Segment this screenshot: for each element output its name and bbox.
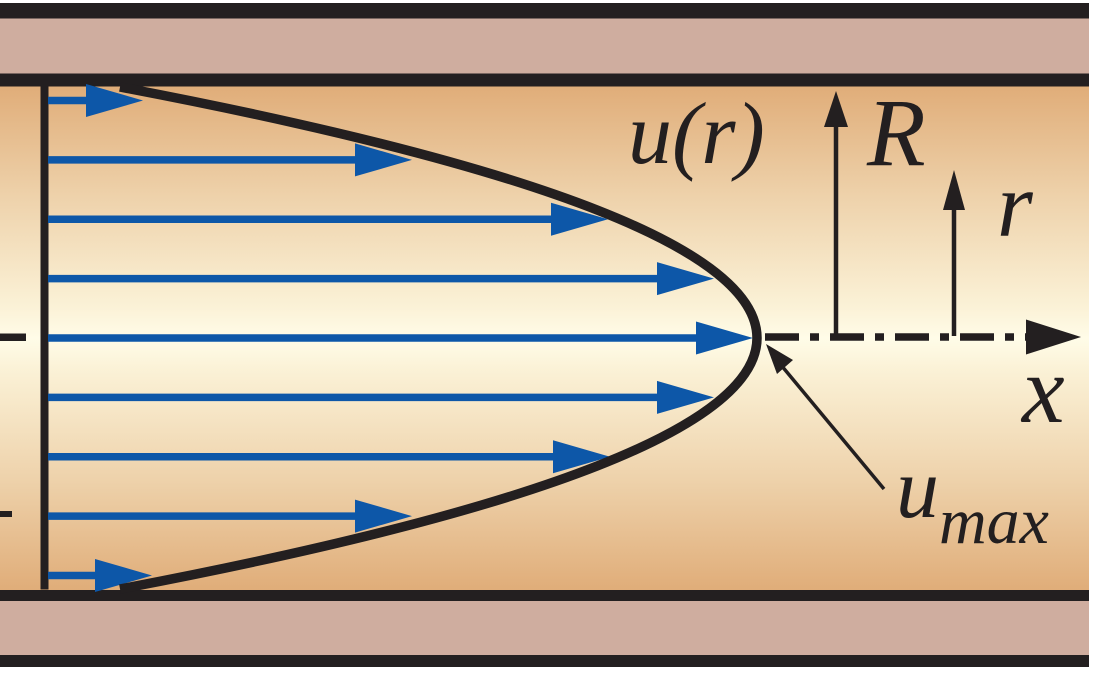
velocity-vector-head — [551, 202, 608, 236]
velocity-vector-head — [355, 499, 412, 533]
cropped-dash-mark — [0, 511, 12, 517]
x-axis-arrowhead — [1026, 319, 1081, 355]
velocity-vector-head — [696, 321, 753, 355]
umax-leader-arrowhead — [766, 344, 793, 374]
label-velocity-profile: u(r) — [628, 86, 765, 183]
label-radial-coord: r — [997, 154, 1034, 256]
centerline-left-dash — [0, 333, 26, 341]
velocity-vector-head — [86, 84, 143, 117]
velocity-vector-head — [95, 559, 152, 592]
velocity-vector-head — [553, 440, 610, 474]
velocity-arrows — [48, 84, 753, 592]
label-axial-coord: x — [1020, 336, 1065, 443]
pipe-wall-band-bottom — [0, 601, 1089, 655]
pipe-inner-wall-top — [0, 73, 1089, 87]
pipe-wall-band-top — [0, 18, 1089, 74]
profile-base-line — [40, 86, 49, 590]
pipe-outer-wall-bottom — [0, 655, 1089, 667]
umax-leader-line — [779, 363, 886, 491]
radius-R-arrowhead — [824, 91, 848, 127]
label-pipe-radius: R — [866, 79, 926, 186]
label-max-velocity-base: u — [896, 440, 939, 536]
velocity-vector-head — [657, 262, 714, 296]
velocity-vector-head — [657, 380, 714, 414]
velocity-vector-head — [355, 143, 412, 177]
pipe-inner-wall-bottom — [0, 590, 1089, 601]
radial-r-arrowhead — [943, 170, 965, 210]
parabolic-profile-curve — [119, 82, 762, 594]
pipe-outer-wall-top — [0, 3, 1089, 19]
label-max-velocity: umax — [896, 440, 1049, 558]
label-max-velocity-subscript: max — [939, 485, 1049, 558]
